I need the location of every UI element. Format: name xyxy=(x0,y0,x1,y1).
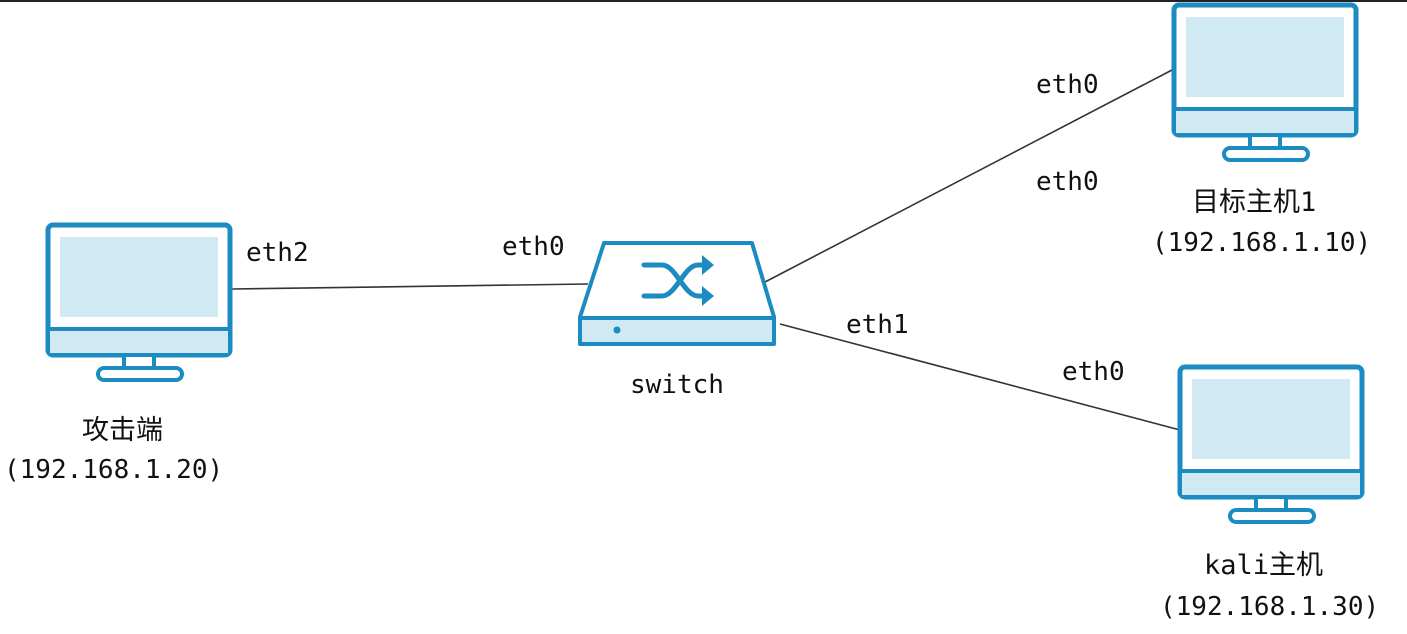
port-label-attacker-eth2: eth2 xyxy=(246,238,309,268)
attacker-ip: (192.168.1.20) xyxy=(4,455,224,485)
port-label-switch-eth1: eth1 xyxy=(846,310,909,340)
port-label-kali-eth0: eth0 xyxy=(1062,357,1125,387)
top-border xyxy=(0,0,1407,2)
switch-label: switch xyxy=(630,370,724,400)
kali-name: kali主机 xyxy=(1204,550,1324,581)
attacker-name: 攻击端 xyxy=(82,415,163,446)
shuffle-arrows-icon xyxy=(641,262,707,299)
target-name: 目标主机1 xyxy=(1192,187,1317,218)
switch-icon[interactable] xyxy=(578,241,776,346)
port-label-switch-eth0-right: eth0 xyxy=(1036,167,1099,197)
target-monitor-icon[interactable] xyxy=(1171,2,1359,162)
port-label-target-eth0: eth0 xyxy=(1036,70,1099,100)
target-ip: (192.168.1.10) xyxy=(1152,228,1372,258)
link-switch-kali xyxy=(779,323,1181,431)
link-switch-target xyxy=(764,69,1173,283)
kali-ip: (192.168.1.30) xyxy=(1160,592,1380,622)
link-attacker-switch xyxy=(231,283,589,290)
kali-monitor-icon[interactable] xyxy=(1177,364,1365,524)
port-label-switch-eth0-left: eth0 xyxy=(502,232,565,262)
attacker-monitor-icon[interactable] xyxy=(45,222,233,382)
